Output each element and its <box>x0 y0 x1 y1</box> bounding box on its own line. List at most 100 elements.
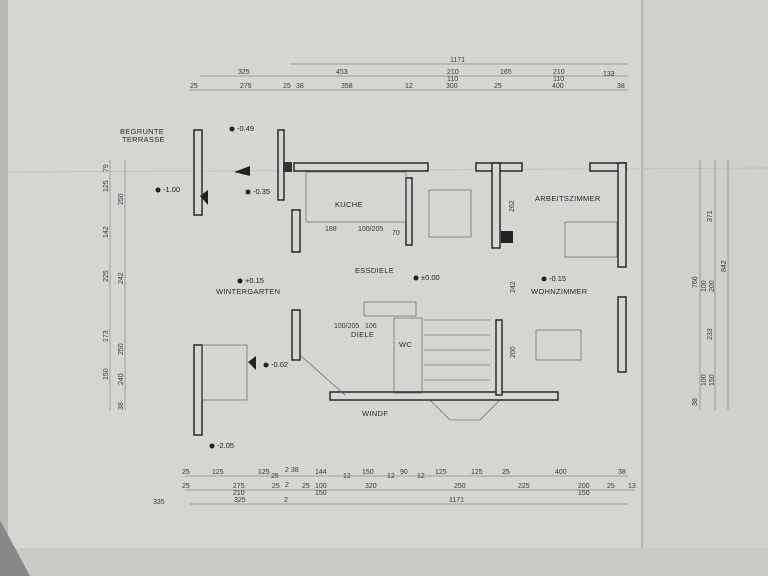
bottom-dimensions: 25 125 125 25 2 38 144 12 150 12 90 12 1… <box>153 467 636 506</box>
dim-text: 38 <box>118 402 125 410</box>
dim-text: 110 <box>447 76 458 83</box>
dim-text: 142 <box>103 226 110 238</box>
dim-text: 325 <box>238 69 250 76</box>
arrow-icon <box>200 190 208 205</box>
dim-text: 400 <box>552 83 564 90</box>
elevation-label: ±0.00 <box>421 273 440 282</box>
dim-text: 12 <box>343 473 351 480</box>
room-label-wc: WC <box>399 340 412 349</box>
room-label-windfang: WINDF <box>362 409 388 418</box>
dim-text: 300 <box>446 83 458 90</box>
dim-text: 70 <box>392 230 400 237</box>
dim-text: 100/205 <box>358 226 383 233</box>
room-label-living: WOHNZIMMER <box>531 287 588 296</box>
dim-text: 12 <box>417 473 425 480</box>
dim-text: 242 <box>510 281 517 293</box>
inner-dimensions: 188 100/205 70 100/205 106 262 242 200 <box>325 200 517 358</box>
dim-text: 173 <box>103 330 110 342</box>
dim-text: 2 38 <box>285 467 299 474</box>
dim-text: 25 <box>271 473 279 480</box>
dim-text: 25 <box>182 469 190 476</box>
dim-text: 165 <box>500 69 512 76</box>
dim-text: 233 <box>707 328 714 340</box>
dim-text: 150 <box>315 490 327 497</box>
dim-text: 12 <box>387 473 395 480</box>
dim-text: 400 <box>555 469 567 476</box>
dim-text: 38 <box>617 83 625 90</box>
dim-text: 150 <box>709 374 716 386</box>
fixtures <box>200 162 618 421</box>
arrow-icon <box>248 356 256 370</box>
elevation-label: +0.15 <box>245 276 264 285</box>
dim-text: 188 <box>325 226 337 233</box>
room-label-wintergarden: WINTERGARTEN <box>216 287 280 296</box>
dim-text: 12 <box>405 83 413 90</box>
dim-text: 150 <box>362 469 374 476</box>
dim-text: 25 <box>182 483 190 490</box>
dim-text: 25 <box>607 483 615 490</box>
dim-text: 100 <box>315 483 327 490</box>
dim-text: 200 <box>578 483 590 490</box>
dim-text: 100 <box>701 374 708 386</box>
dim-text: 25 <box>283 83 291 90</box>
dim-text: 125 <box>258 469 270 476</box>
paper-bottom-edge <box>0 548 768 576</box>
fireplace-icon <box>501 231 513 243</box>
dim-text: 250 <box>454 483 466 490</box>
dim-text: 25 <box>190 83 198 90</box>
dim-text: 358 <box>341 83 353 90</box>
elevation-label: -0.35 <box>253 187 270 196</box>
dim-text: 25 <box>494 83 502 90</box>
room-label-dining: ESSDIELE <box>355 266 394 275</box>
dim-text: 38 <box>618 469 626 476</box>
elevation-label: -0.15 <box>549 274 566 283</box>
dim-text: 133 <box>603 71 615 78</box>
dim-text: 766 <box>692 276 699 288</box>
right-dimensions: 371 766 842 100 200 233 100 150 38 <box>692 210 728 406</box>
dim-text: 262 <box>509 200 516 212</box>
room-labels: BEGRUNTE TERRASSE KUCHE ESSDIELE ARBEITS… <box>120 127 601 418</box>
dim-text: 2 <box>284 497 288 504</box>
paper-right-panel <box>642 0 768 576</box>
dim-text: 1171 <box>449 497 464 504</box>
dim-text: 79 <box>103 164 110 172</box>
left-dimensions: 79 125 250 142 225 242 173 250 240 150 3… <box>103 164 125 410</box>
elevation-label: -1.00 <box>163 185 180 194</box>
dim-text: 320 <box>365 483 377 490</box>
dim-text: 110 <box>553 76 564 83</box>
dim-text: 210 <box>553 69 565 76</box>
dim-text: 275 <box>240 83 252 90</box>
dim-text: 200 <box>709 280 716 292</box>
dim-text: 38 <box>692 398 699 406</box>
room-label-study: ARBEITSZIMMER <box>535 194 601 203</box>
dim-text: 38 <box>296 83 304 90</box>
dim-text: 225 <box>103 270 110 282</box>
dim-text: 210 <box>233 490 245 497</box>
dim-text: 335 <box>153 499 165 506</box>
dim-text: 325 <box>234 497 246 504</box>
room-label-hall: DIELE <box>351 330 374 339</box>
elevation-label: -0.02 <box>271 360 288 369</box>
elevation-label: -2.05 <box>217 441 234 450</box>
dim-text: 125 <box>212 469 224 476</box>
dim-text: 1171 <box>450 57 465 64</box>
dim-text: 100 <box>701 280 708 292</box>
dim-text: 210 <box>447 69 459 76</box>
dim-text: 2 <box>285 482 289 489</box>
dim-text: 242 <box>118 272 125 284</box>
top-dimensions: 1171 325 453 210 110 165 210 110 133 25 … <box>190 57 625 90</box>
dim-text: 90 <box>400 469 408 476</box>
elevation-label: -0.49 <box>237 124 254 133</box>
dimension-lines <box>109 63 729 505</box>
room-label-terrace: BEGRUNTE <box>120 127 164 136</box>
dim-text: 250 <box>118 343 125 355</box>
dim-text: 25 <box>502 469 510 476</box>
dim-text: 225 <box>518 483 530 490</box>
elevation-markers: -0.49 -1.00 -0.35 +0.15 ±0.00 -0.15 -0.0… <box>155 124 566 450</box>
dim-text: 842 <box>721 260 728 272</box>
dim-text: 250 <box>118 193 125 205</box>
room-label-kitchen: KUCHE <box>335 200 363 209</box>
dim-text: 150 <box>578 490 590 497</box>
dim-text: 25 <box>302 483 310 490</box>
